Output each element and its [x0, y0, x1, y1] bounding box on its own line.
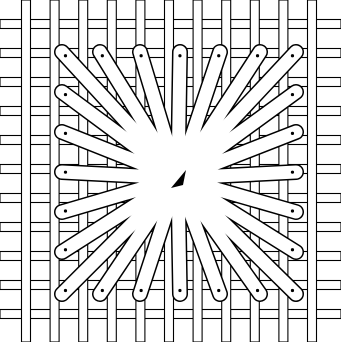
needle-hole-dot	[64, 209, 67, 212]
needle-hole-dot	[256, 54, 259, 57]
needle-hole-dot	[140, 289, 143, 292]
needle-hole-dot	[291, 54, 294, 57]
needle-hole-dot	[101, 289, 104, 292]
needle-hole-dot	[291, 132, 294, 135]
stitch-ray	[184, 172, 296, 178]
needle-hole-dot	[291, 171, 294, 174]
needle-hole-dot	[178, 54, 181, 57]
needle-hole-dot	[291, 289, 294, 292]
star-stitch-rays	[62, 52, 296, 294]
needle-hole-dot	[64, 54, 67, 57]
needle-hole-dot	[64, 171, 67, 174]
needle-hole-dot	[291, 248, 294, 251]
needle-hole-dot	[64, 132, 67, 135]
needle-hole-dot	[178, 289, 181, 292]
needle-hole-dot	[291, 93, 294, 96]
needle-hole-dot	[256, 289, 259, 292]
needle-hole-dot	[140, 54, 143, 57]
needle-hole-dot	[64, 289, 67, 292]
stitch-ray	[178, 184, 180, 294]
canvas-vertical-thread	[308, 0, 317, 342]
needle-hole-dot	[291, 209, 294, 212]
needle-hole-dot	[101, 54, 104, 57]
needle-hole-dot	[64, 248, 67, 251]
canvas-vertical-thread	[22, 0, 31, 342]
needle-hole-dot	[64, 93, 67, 96]
needle-hole-dot	[217, 289, 220, 292]
needle-hole-dot	[217, 54, 220, 57]
